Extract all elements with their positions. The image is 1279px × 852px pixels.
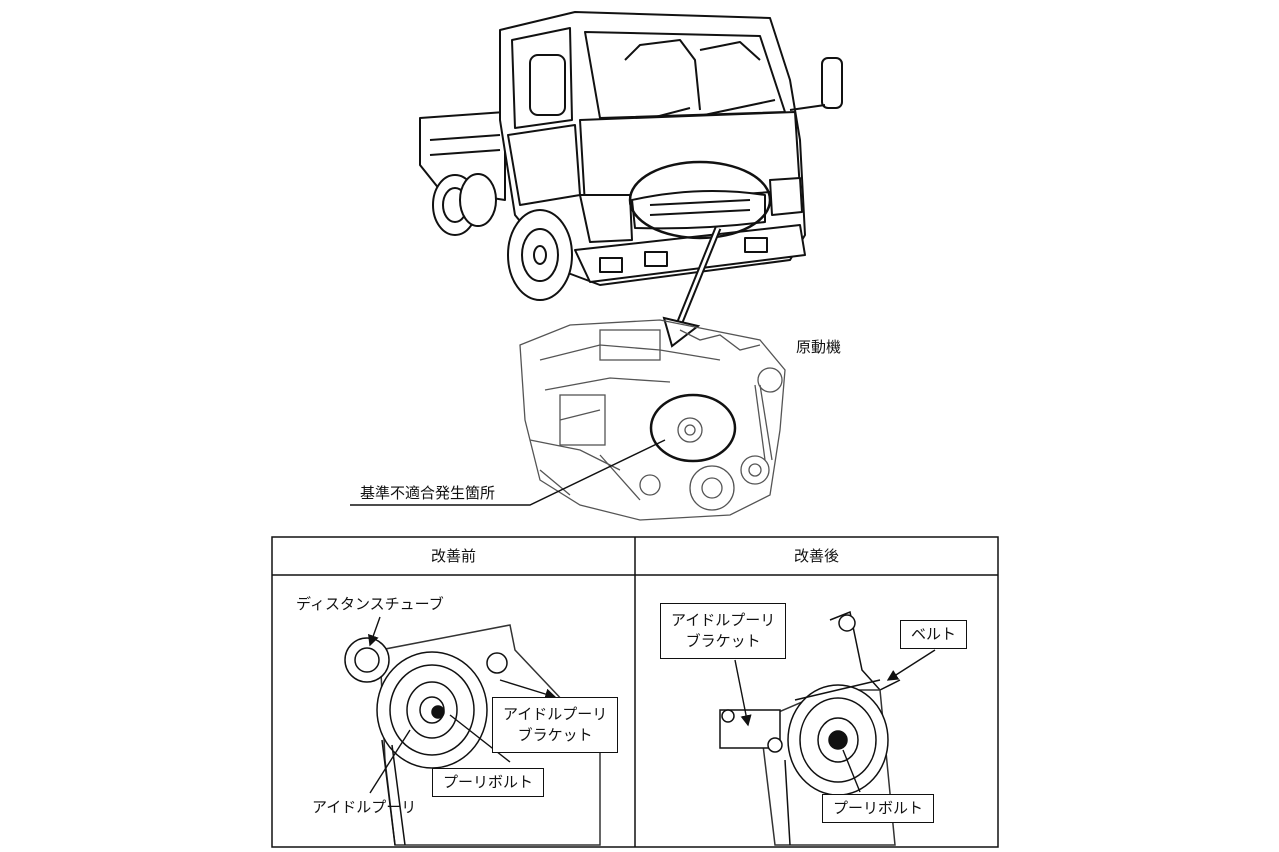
after-leader-lines (734, 649, 936, 793)
engine-location-ellipse (628, 160, 772, 240)
defect-location-label: 基準不適合発生箇所 (360, 484, 496, 502)
distance-tube-label: ディスタンスチューブ (296, 595, 444, 613)
after-pulley-drawing (719, 610, 901, 846)
defect-location-ellipse (649, 393, 737, 463)
before-pulley-bolt-label: プーリボルト (432, 768, 545, 797)
before-leader-lines (368, 616, 557, 794)
after-header: 改善後 (793, 547, 839, 565)
idle-pulley-label: アイドルプーリ (312, 798, 417, 816)
before-bracket-label: アイドルプーリ ブラケット (492, 697, 619, 753)
before-header: 改善前 (430, 547, 476, 565)
truck-illustration (419, 11, 843, 301)
after-bracket-label: アイドルプーリ ブラケット (660, 603, 787, 659)
defect-leader-line (350, 439, 666, 506)
engine-illustration (519, 319, 786, 521)
engine-label: 原動機 (796, 338, 842, 356)
comparison-table-frame (271, 536, 999, 848)
belt-label: ベルト (900, 620, 968, 649)
pointer-arrow-head (662, 316, 701, 348)
after-pulley-bolt-label: プーリボルト (822, 794, 935, 823)
